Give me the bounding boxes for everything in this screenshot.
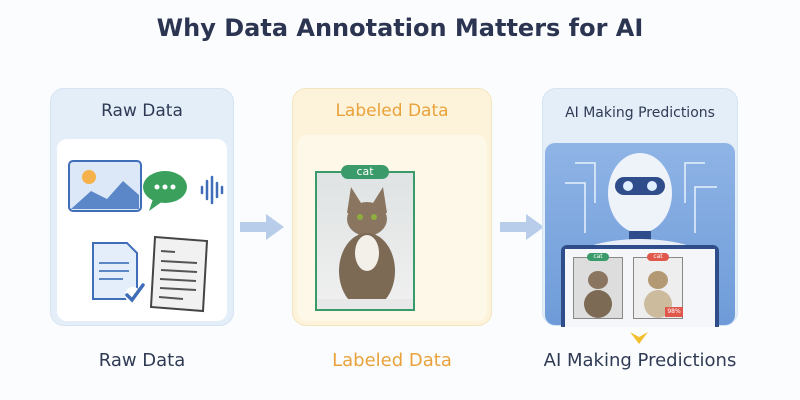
labeled-data-header: Labeled Data bbox=[335, 101, 449, 121]
prediction-screen: cat cat 98% bbox=[561, 245, 719, 327]
confidence-badge: 98% bbox=[665, 307, 683, 317]
cat-photo bbox=[317, 187, 413, 309]
labeled-data-panel: Labeled Data cat bbox=[292, 88, 492, 326]
raw-data-caption: Raw Data bbox=[98, 350, 186, 371]
raw-data-panel: Raw Data bbox=[50, 88, 234, 326]
prediction-image-1 bbox=[573, 257, 623, 319]
prediction-tag-green: cat bbox=[587, 253, 609, 261]
image-icon bbox=[68, 160, 142, 212]
prediction-tag-red: cat bbox=[647, 253, 669, 261]
ai-predictions-caption: AI Making Predictions bbox=[543, 350, 737, 371]
text-document-icon bbox=[149, 235, 209, 313]
arrow-right-icon bbox=[240, 212, 286, 242]
audio-wave-icon bbox=[200, 175, 224, 205]
raw-data-header: Raw Data bbox=[101, 101, 183, 121]
labeled-cat-image bbox=[315, 171, 415, 311]
arrow-down-icon bbox=[630, 330, 648, 346]
document-check-icon bbox=[92, 242, 145, 303]
labeled-data-caption: Labeled Data bbox=[332, 350, 452, 371]
ai-predictions-panel: AI Making Predictions cat cat 98% bbox=[542, 88, 738, 327]
cat-label-tag: cat bbox=[341, 165, 389, 179]
raw-data-content bbox=[57, 139, 227, 321]
chat-bubble-icon bbox=[143, 171, 187, 211]
page-title: Why Data Annotation Matters for AI bbox=[156, 14, 644, 42]
arrow-right-icon bbox=[500, 212, 546, 242]
ai-predictions-header: AI Making Predictions bbox=[565, 105, 715, 121]
